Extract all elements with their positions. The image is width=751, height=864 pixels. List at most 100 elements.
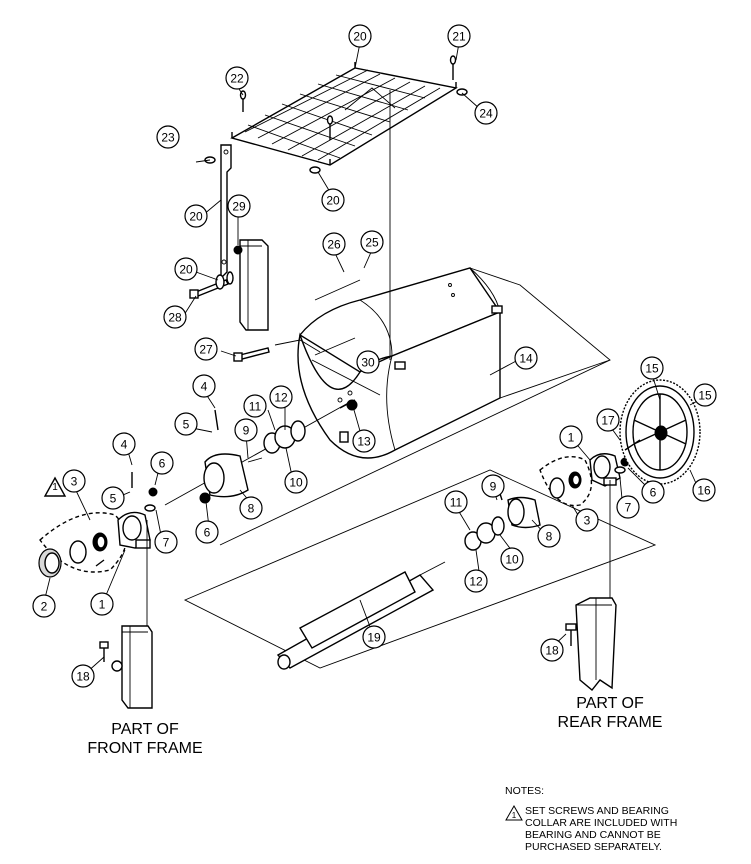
callout-circle: [616, 495, 640, 519]
callout-number: 30: [361, 356, 375, 370]
callout-circle: [559, 425, 583, 449]
callout-20: 20: [348, 24, 372, 48]
drum-hopper: [297, 267, 503, 459]
callout-number: 4: [201, 380, 208, 394]
callout-11: 11: [243, 394, 267, 418]
callout-circle: [356, 350, 380, 374]
callout-circle: [154, 530, 178, 554]
hopper-shaft: [164, 90, 391, 506]
callout-circle: [184, 204, 208, 228]
callout-4: 4: [112, 432, 136, 456]
callout-number: 12: [469, 575, 483, 589]
callout-circle: [90, 592, 114, 616]
callout-circle: [481, 474, 505, 498]
callout-circle: [192, 374, 216, 398]
callout-number: 15: [698, 389, 712, 403]
callout-number: 16: [697, 484, 711, 498]
front-caption-line1: PART OF: [111, 721, 179, 738]
callout-circle: [156, 125, 180, 149]
callout-circle: [174, 412, 198, 436]
callout-number: 3: [71, 475, 78, 489]
callout-28: 28: [163, 305, 187, 329]
projection-planes: [183, 267, 657, 669]
callout-number: 5: [110, 492, 117, 506]
callout-circle: [234, 418, 258, 442]
bearing-assembly-left: [38, 511, 151, 578]
callout-number: 22: [230, 72, 244, 86]
callout-circle: [227, 194, 251, 218]
callout-number: 8: [248, 502, 255, 516]
callout-number: 10: [289, 476, 303, 490]
callout-number: 18: [545, 644, 559, 658]
note-mark: 1: [512, 811, 517, 820]
callout-circle: [352, 429, 376, 453]
callout-number: 6: [650, 486, 657, 500]
flange-left: [131, 399, 358, 512]
front-frame-post: [99, 520, 153, 709]
callout-18: 18: [71, 664, 95, 688]
callout-2: 2: [32, 594, 56, 618]
callout-number: 19: [367, 631, 381, 645]
guard-hardware: [204, 55, 468, 174]
callout-10: 10: [284, 470, 308, 494]
callout-24: 24: [474, 101, 498, 125]
wire-guard: [230, 62, 458, 166]
callout-circle: [348, 24, 372, 48]
callout-1: 1: [559, 425, 583, 449]
callout-21: 21: [447, 24, 471, 48]
callout-8: 8: [239, 496, 263, 520]
note-item: 1 SET SCREWS AND BEARING COLLAR ARE INCL…: [505, 805, 745, 853]
callout-circle: [693, 383, 717, 407]
callout-number: 24: [479, 107, 493, 121]
callout-number: 9: [490, 480, 497, 494]
callout-circle: [322, 232, 346, 256]
callout-6: 6: [195, 520, 219, 544]
bolt-27: [233, 339, 321, 362]
callout-circle: [163, 305, 187, 329]
callout-number: 20: [179, 263, 193, 277]
front-caption-line2: FRONT FRAME: [87, 740, 203, 757]
callout-circle: [464, 569, 488, 593]
callout-25: 25: [360, 230, 384, 254]
callout-circle: [101, 486, 125, 510]
note-text: SET SCREWS AND BEARING COLLAR ARE INCLUD…: [525, 805, 677, 853]
callout-number: 6: [159, 457, 166, 471]
callout-circle: [150, 451, 174, 475]
note-line: COLLAR ARE INCLUDED WITH: [525, 817, 678, 829]
callout-number: 27: [199, 343, 213, 357]
callout-circle: [360, 230, 384, 254]
callout-number: 21: [452, 30, 466, 44]
callout-circle: [32, 594, 56, 618]
callout-number: 11: [249, 400, 262, 414]
callout-19: 19: [362, 625, 386, 649]
callout-circle: [269, 385, 293, 409]
callout-circle: [474, 101, 498, 125]
note-line: SET SCREWS AND BEARING: [525, 805, 669, 817]
callout-circle: [596, 408, 620, 432]
callout-12: 12: [464, 569, 488, 593]
callout-circle: [195, 520, 219, 544]
callout-9: 9: [481, 474, 505, 498]
callout-circle: [514, 346, 538, 370]
callout-22: 22: [225, 66, 249, 90]
callout-number: 1: [99, 598, 106, 612]
callout-17: 17: [596, 408, 620, 432]
warning-triangle-icon: 1: [43, 476, 67, 497]
callout-12: 12: [269, 385, 293, 409]
callout-circle: [640, 356, 664, 380]
callout-6: 6: [641, 480, 665, 504]
callout-18: 18: [540, 638, 564, 662]
callout-number: 13: [357, 435, 371, 449]
rear-frame-post: [565, 480, 617, 691]
callout-number: 1: [568, 431, 575, 445]
callout-circle: [540, 638, 564, 662]
callout-20: 20: [321, 188, 345, 212]
callout-27: 27: [194, 337, 218, 361]
callout-1: 1: [90, 592, 114, 616]
callout-16: 16: [692, 478, 716, 502]
callout-number: 4: [121, 438, 128, 452]
callout-3: 3: [575, 508, 599, 532]
callout-15: 15: [640, 356, 664, 380]
